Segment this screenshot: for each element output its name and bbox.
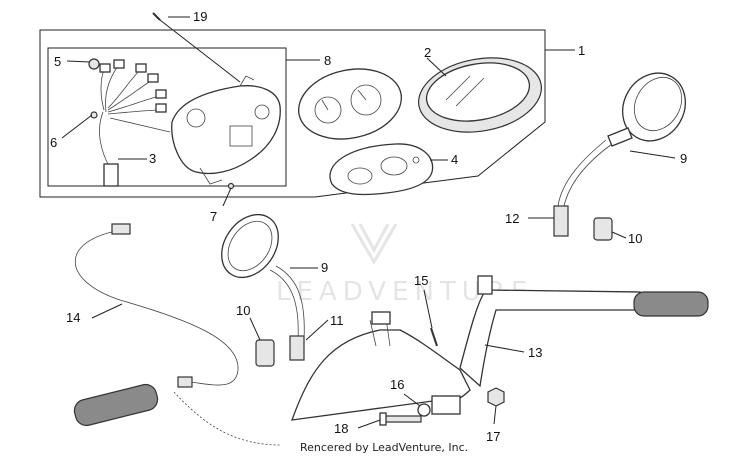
callout-18: 18 — [334, 421, 348, 436]
throttle-cable — [75, 223, 281, 446]
callout-19: 19 — [193, 9, 207, 24]
callout-labels: 1 2 3 4 5 6 7 8 9 9 10 10 11 12 13 14 15… — [50, 9, 687, 444]
washer-16 — [417, 403, 431, 417]
handlebar — [291, 275, 641, 421]
callout-7: 7 — [210, 209, 217, 224]
callout-1: 1 — [578, 43, 585, 58]
callout-14: 14 — [66, 310, 80, 325]
instrument-housing — [171, 75, 281, 185]
credit-text: Rencered by LeadVenture, Inc. — [300, 441, 468, 454]
callout-17: 17 — [486, 429, 500, 444]
grip-left — [73, 383, 159, 427]
instrument-assembly-frame — [39, 29, 546, 198]
gauge-dial-face — [297, 68, 403, 140]
nut-17 — [487, 387, 505, 407]
mirror-left — [221, 214, 305, 361]
wiring-harness — [88, 58, 171, 187]
bolt-18 — [379, 412, 422, 426]
callout-2: 2 — [424, 45, 431, 60]
rubber-boot-left — [255, 339, 275, 367]
callout-16: 16 — [390, 377, 404, 392]
callout-6: 6 — [50, 135, 57, 150]
dashboard-subassembly-frame — [47, 47, 287, 187]
grip-right — [633, 291, 709, 317]
callout-5: 5 — [54, 54, 61, 69]
rubber-boot-right — [593, 217, 613, 241]
callout-8: 8 — [324, 53, 331, 68]
callout-3: 3 — [149, 151, 156, 166]
callout-9-right: 9 — [680, 151, 687, 166]
callout-15: 15 — [414, 273, 428, 288]
callout-13: 13 — [528, 345, 542, 360]
gauge-bezel — [329, 143, 434, 196]
screw-19 — [152, 12, 161, 21]
callout-10-right: 10 — [628, 231, 642, 246]
leader-lines — [61, 49, 676, 429]
lens-cover — [418, 57, 542, 133]
callout-12: 12 — [505, 211, 519, 226]
callout-4: 4 — [451, 152, 458, 167]
callout-11: 11 — [330, 313, 344, 328]
callout-10-left: 10 — [236, 303, 250, 318]
mirror-right — [553, 72, 686, 237]
callout-9-left: 9 — [321, 260, 328, 275]
